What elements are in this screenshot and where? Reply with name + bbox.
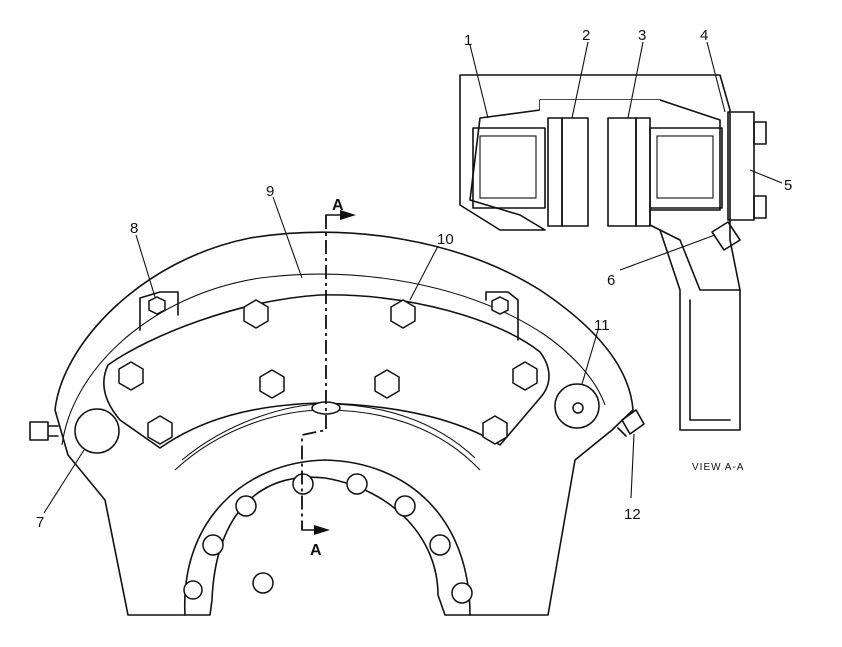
housing-inner-arc bbox=[61, 273, 606, 446]
plate-hex-bolts bbox=[118, 299, 538, 445]
brake-lining-right bbox=[607, 117, 637, 227]
bleeder-fitting bbox=[617, 409, 645, 437]
left-backing-plate bbox=[547, 117, 563, 227]
end-cap-bolt-bottom bbox=[753, 195, 767, 219]
brake-lining-left bbox=[561, 117, 589, 227]
section-lower-leg bbox=[659, 229, 741, 431]
section-housing bbox=[459, 74, 741, 291]
rotor-bolt-holes bbox=[183, 473, 473, 604]
pin-left bbox=[74, 408, 120, 454]
bleeder-screw bbox=[711, 221, 741, 251]
callout-3: 3 bbox=[638, 27, 646, 44]
callout-7: 7 bbox=[36, 514, 44, 531]
bracket-nuts bbox=[148, 296, 509, 315]
bracket-tab-left bbox=[139, 291, 179, 331]
section-view-a-a bbox=[459, 74, 767, 431]
bracket-tab-right bbox=[485, 291, 519, 341]
section-label-top: A bbox=[332, 197, 344, 214]
right-backing-plate bbox=[635, 117, 651, 227]
callout-5: 5 bbox=[784, 177, 792, 194]
end-cap bbox=[727, 111, 755, 221]
callout-6: 6 bbox=[607, 272, 615, 289]
end-cap-bolt-top bbox=[753, 121, 767, 145]
side-bolt-left bbox=[29, 421, 59, 441]
right-piston bbox=[649, 127, 723, 209]
callout-4: 4 bbox=[700, 27, 708, 44]
callout-9: 9 bbox=[266, 183, 274, 200]
caliper-housing-outline bbox=[54, 231, 634, 616]
callout-2: 2 bbox=[582, 27, 590, 44]
callout-10: 10 bbox=[437, 231, 454, 248]
callout-11: 11 bbox=[594, 317, 610, 334]
callout-8: 8 bbox=[130, 220, 138, 237]
caliper-plate bbox=[102, 294, 550, 449]
callout-12: 12 bbox=[624, 506, 641, 523]
pin-right-bore bbox=[572, 402, 584, 414]
left-piston bbox=[472, 127, 546, 209]
view-label: VIEW A-A bbox=[692, 462, 744, 473]
caliper-front-view bbox=[29, 231, 645, 616]
callout-1: 1 bbox=[464, 32, 472, 49]
section-label-bottom: A bbox=[310, 542, 322, 559]
rotor-disc bbox=[184, 459, 471, 616]
section-cut-line bbox=[301, 210, 356, 535]
callout-leaders bbox=[43, 41, 783, 514]
